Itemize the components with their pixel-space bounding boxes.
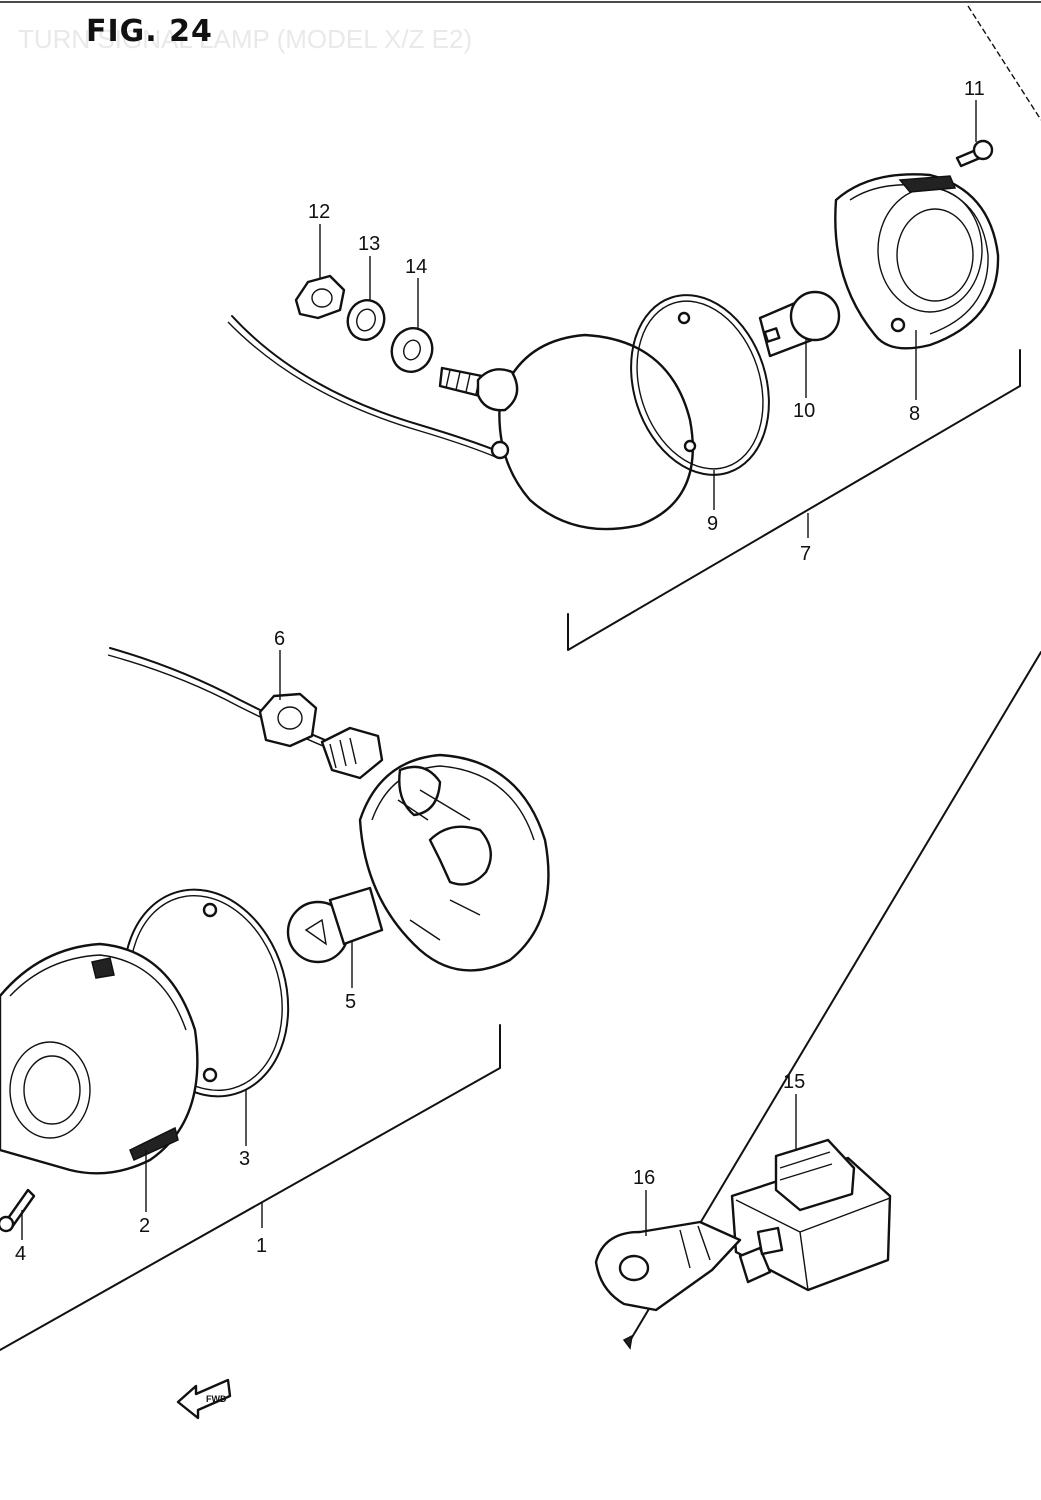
front-lamp-assembly xyxy=(0,647,550,1351)
forward-direction-arrow: FWD xyxy=(176,1378,232,1420)
gasket-ring-9 xyxy=(630,294,770,476)
callout-14: 14 xyxy=(405,256,427,278)
flasher-relay-group xyxy=(594,651,1041,1350)
callout-5: 5 xyxy=(345,991,356,1013)
callout-6: 6 xyxy=(274,628,285,650)
callout-15: 15 xyxy=(783,1071,805,1093)
callout-1: 1 xyxy=(256,1235,267,1257)
callout-13: 13 xyxy=(358,233,380,255)
callout-7: 7 xyxy=(800,543,811,565)
callout-16: 16 xyxy=(633,1167,655,1189)
front-bulb xyxy=(286,886,384,964)
front-lamp-lens xyxy=(0,942,199,1175)
flasher-relay xyxy=(730,1138,892,1292)
relay-mount-bracket xyxy=(594,1220,742,1312)
screw-4 xyxy=(0,1188,36,1233)
rear-lamp-assembly xyxy=(227,139,1021,651)
rear-bulb xyxy=(758,290,841,358)
callout-9: 9 xyxy=(707,513,718,535)
figure-title: FIG. 24 xyxy=(86,14,213,49)
callout-12: 12 xyxy=(308,201,330,223)
callout-3: 3 xyxy=(239,1148,250,1170)
nut-12 xyxy=(294,274,346,320)
assembly-1-bracket xyxy=(0,1024,501,1351)
figure-subtitle: TURN SIGNAL LAMP (MODEL X/Z E2) xyxy=(18,24,473,54)
callout-leaders xyxy=(21,100,977,1240)
direction-arrow-label: FWD xyxy=(206,1394,227,1404)
callout-2: 2 xyxy=(139,1215,150,1237)
assembly-7-bracket xyxy=(567,349,1021,651)
callout-10: 10 xyxy=(793,400,815,422)
screw-11 xyxy=(955,139,994,168)
callout-numbers: 1 2 3 4 5 6 7 8 9 10 11 12 13 14 15 16 xyxy=(15,78,985,1265)
washer-13 xyxy=(346,299,386,341)
washer-14 xyxy=(390,327,434,373)
rear-lamp-lens xyxy=(834,173,1000,350)
nut-6 xyxy=(258,692,318,748)
callout-11: 11 xyxy=(964,78,985,100)
callout-4: 4 xyxy=(15,1243,26,1265)
diagonal-border-line xyxy=(967,5,1041,121)
rear-lamp-housing xyxy=(498,333,694,531)
front-lamp-housing xyxy=(358,753,550,972)
callout-8: 8 xyxy=(909,403,920,425)
rear-lamp-wire xyxy=(231,315,501,453)
